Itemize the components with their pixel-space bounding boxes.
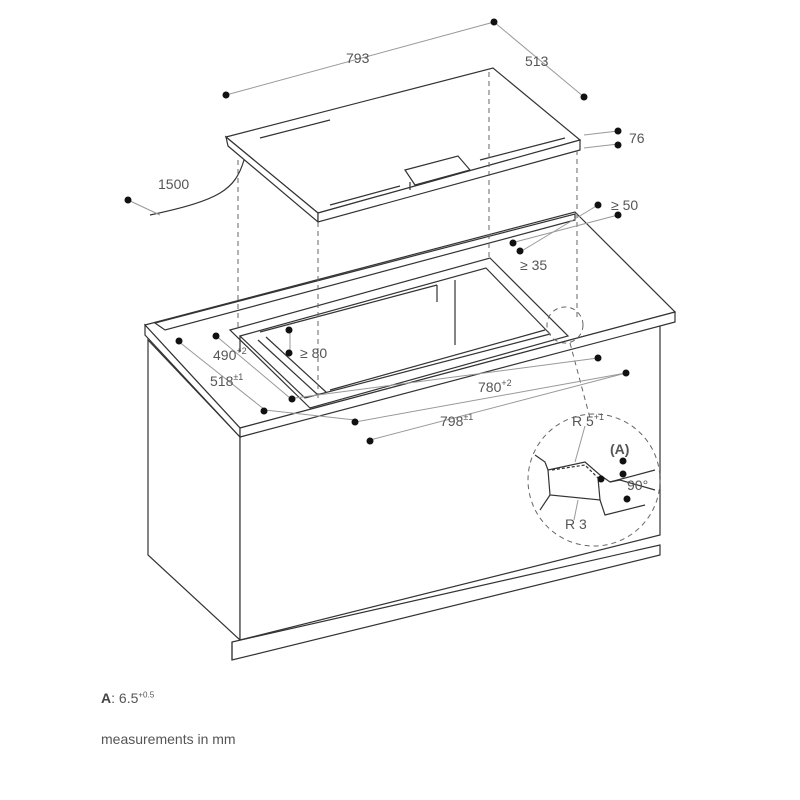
cooktop-vent [404, 155, 472, 186]
countertop [143, 211, 677, 439]
cutout [228, 257, 570, 409]
note-units: measurements in mm [101, 731, 236, 747]
note-a: A: 6.5+0.5 [101, 690, 155, 706]
label-angle: 90° [627, 477, 648, 493]
label-height: 76 [629, 130, 645, 146]
label-cutout-depth: 490+2 [213, 346, 247, 363]
label-rear-edge: ≥ 35 [520, 257, 547, 273]
projection-lines [237, 72, 661, 547]
label-front-edge: ≥ 80 [300, 345, 327, 361]
label-outer-depth: 518±1 [210, 372, 243, 389]
label-cable: 1500 [158, 176, 189, 192]
label-rear-clearance: ≥ 50 [611, 197, 638, 213]
label-radius-bottom: R 3 [565, 516, 587, 532]
label-marker-a: (A) [610, 441, 629, 457]
edge-detail [534, 425, 656, 521]
cooktop [149, 67, 582, 224]
dimension-points [124, 18, 630, 445]
dimension-lines [127, 21, 627, 441]
label-depth: 513 [525, 53, 549, 69]
label-radius-top: R 5+1 [572, 412, 604, 429]
cabinet [147, 321, 661, 661]
label-outer-width: 798±1 [440, 412, 473, 429]
label-width: 793 [346, 50, 370, 66]
dimension-labels: 793 513 76 1500 ≥ 50 ≥ 35 ≥ 80 490+2 518… [158, 50, 648, 532]
detail-marker-circle [546, 306, 584, 344]
label-cutout-width: 780+2 [478, 378, 512, 395]
detail-circle [527, 413, 661, 547]
